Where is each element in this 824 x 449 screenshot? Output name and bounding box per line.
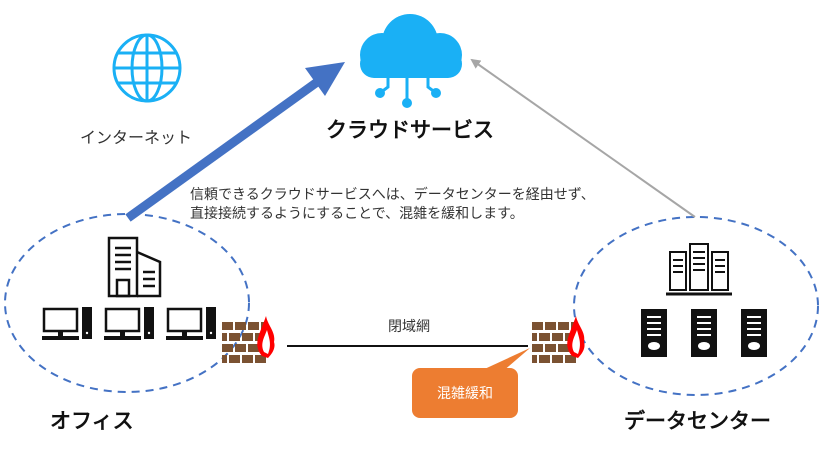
office-zone — [4, 213, 250, 393]
server-tower-icon — [741, 309, 767, 357]
closed-network-label: 閉域網 — [388, 319, 430, 335]
congestion-relief-callout: 混雑緩和 — [412, 368, 518, 418]
description-text: 信頼できるクラウドサービスへは、データセンターを経由せず、 直接接続するようにす… — [190, 186, 595, 224]
description-line-2: 直接接続するようにすることで、混雑を緩和します。 — [190, 206, 524, 222]
firewall-icon — [532, 316, 585, 363]
desktop-computer-icon — [166, 307, 216, 340]
callout-label: 混雑緩和 — [437, 386, 493, 402]
datacenter-zone — [573, 216, 819, 396]
datacenter-to-cloud-arrow — [470, 58, 696, 218]
desktop-computer-icon — [42, 307, 92, 340]
internet-label: インターネット — [80, 128, 193, 147]
server-tower-icon — [691, 309, 717, 357]
cloud-service-label: クラウドサービス — [326, 118, 494, 142]
callout-tail — [478, 348, 530, 372]
firewall-icon — [222, 316, 275, 363]
desktop-computer-icon — [104, 307, 154, 340]
office-building-icon — [107, 236, 162, 298]
datacenter-label: データセンター — [624, 409, 771, 433]
description-line-1: 信頼できるクラウドサービスへは、データセンターを経由せず、 — [190, 187, 595, 203]
office-label: オフィス — [50, 409, 134, 433]
globe-icon — [112, 33, 182, 103]
office-to-cloud-arrow — [125, 62, 345, 222]
cloud-network-icon — [360, 14, 462, 108]
server-rack-icon — [666, 243, 732, 296]
server-tower-icon — [641, 309, 667, 357]
